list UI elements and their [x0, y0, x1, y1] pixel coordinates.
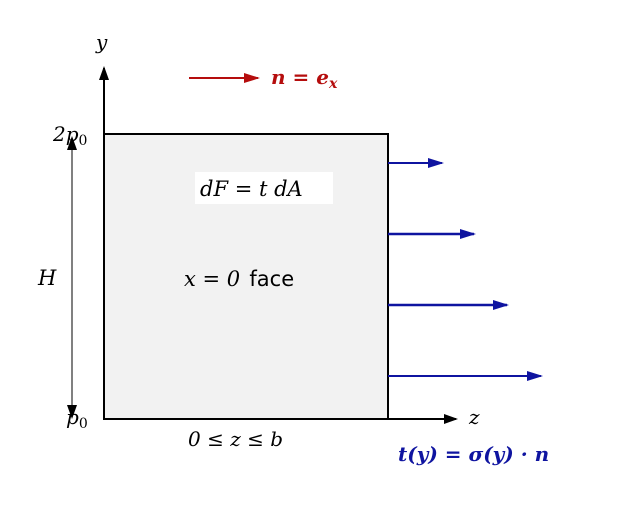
height-label: H: [37, 266, 57, 290]
normal-label: n = ex: [271, 65, 338, 92]
face-label: x = 0 face: [184, 267, 294, 291]
force-label: dF = t dA: [200, 177, 303, 201]
force-label-box: [195, 172, 333, 204]
height-arrow-bottom: [67, 405, 77, 419]
face-label-math: x = 0: [184, 267, 240, 291]
range-label: 0 ≤ z ≤ b: [188, 427, 283, 451]
y-axis-label: y: [95, 30, 108, 54]
bottom-pressure-label: p0: [66, 405, 88, 432]
height-arrow-top: [67, 136, 77, 150]
top-pressure-label: 2p0: [52, 122, 87, 149]
face-label-word: face: [249, 267, 294, 291]
traction-label: t(y) = σ(y) · n: [398, 442, 549, 466]
normal-subscript: x: [328, 76, 338, 92]
z-axis-label: z: [468, 405, 480, 429]
top-pressure-subscript: 0: [79, 133, 88, 149]
bottom-pressure-subscript: 0: [79, 416, 88, 432]
